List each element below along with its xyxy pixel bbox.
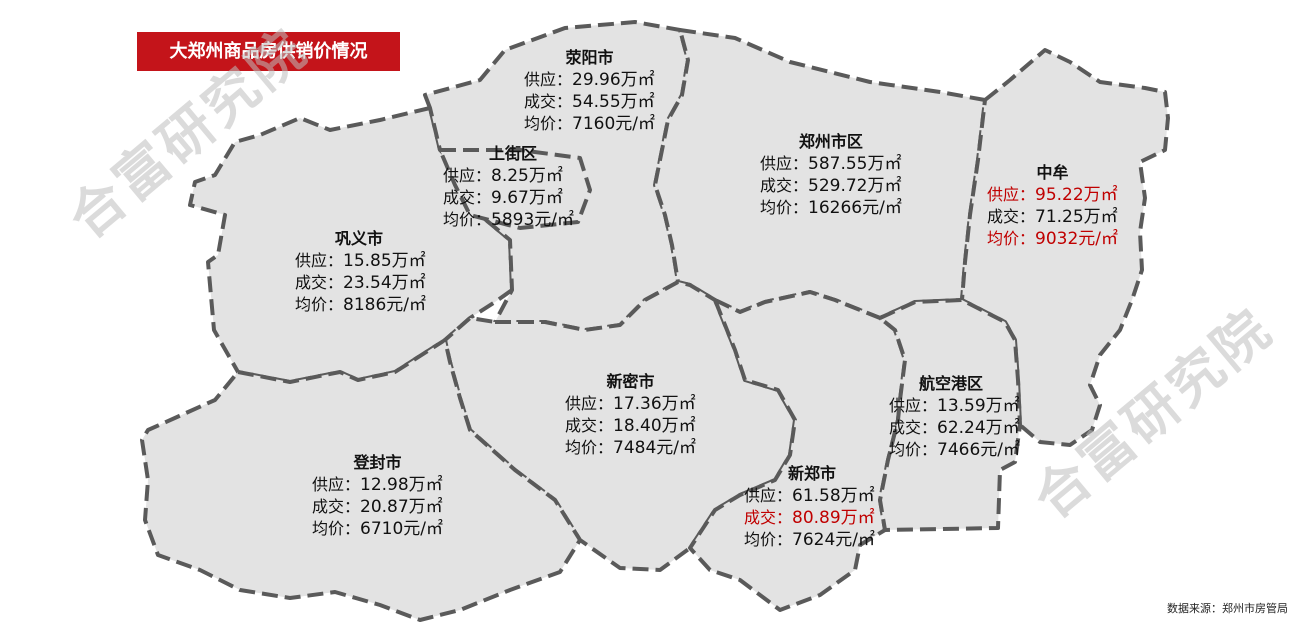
deal-label: 成交： <box>443 188 492 207</box>
label-xingyang: 荥阳市 供应：29.96万㎡ 成交：54.55万㎡ 均价：7160元/㎡ <box>524 47 655 135</box>
supply-value: 29.96万㎡ <box>572 70 655 90</box>
deal-label: 成交： <box>889 418 938 437</box>
label-zhengzhou: 郑州市区 供应：587.55万㎡ 成交：529.72万㎡ 均价：16266元/㎡ <box>760 131 902 219</box>
price-value: 7624元/㎡ <box>792 530 876 550</box>
label-xinmi: 新密市 供应：17.36万㎡ 成交：18.40万㎡ 均价：7484元/㎡ <box>565 371 696 459</box>
supply-row-highlight: 供应：95.22万㎡ <box>987 184 1118 206</box>
region-name: 新郑市 <box>788 464 837 483</box>
supply-label: 供应： <box>760 154 809 173</box>
region-name: 登封市 <box>353 453 402 472</box>
region-zhongmou <box>960 48 1170 447</box>
price-label: 均价： <box>744 530 793 549</box>
supply-label: 供应： <box>312 475 361 494</box>
region-name: 巩义市 <box>335 229 384 248</box>
price-label: 均价： <box>312 519 361 538</box>
deal-label: 成交： <box>295 273 344 292</box>
price-value: 9032元/㎡ <box>1035 229 1119 249</box>
label-gongyi: 巩义市 供应：15.85万㎡ 成交：23.54万㎡ 均价：8186元/㎡ <box>295 228 426 316</box>
deal-label: 成交： <box>744 508 793 527</box>
label-hangkonggang: 航空港区 供应：13.59万㎡ 成交：62.24万㎡ 均价：7466元/㎡ <box>889 373 1020 461</box>
price-value: 7160元/㎡ <box>572 114 656 134</box>
data-source-note: 数据来源：郑州市房管局 <box>1167 602 1288 615</box>
region-hangkonggang <box>878 298 1022 532</box>
deal-label: 成交： <box>565 416 614 435</box>
deal-value: 20.87万㎡ <box>360 497 443 517</box>
region-dengfeng <box>140 338 582 622</box>
deal-label: 成交： <box>312 497 361 516</box>
deal-row-highlight: 成交：80.89万㎡ <box>744 507 875 529</box>
region-name: 中牟 <box>1036 163 1069 182</box>
region-name: 航空港区 <box>919 374 984 393</box>
supply-value: 587.55万㎡ <box>808 154 902 174</box>
supply-value: 61.58万㎡ <box>792 486 875 506</box>
deal-value: 54.55万㎡ <box>572 92 655 112</box>
region-name: 新密市 <box>606 372 655 391</box>
region-name: 上街区 <box>489 144 538 163</box>
region-name: 郑州市区 <box>798 132 863 151</box>
supply-value: 95.22万㎡ <box>1035 185 1118 205</box>
price-label: 均价： <box>889 440 938 459</box>
region-shangjie <box>438 148 592 230</box>
price-label: 均价： <box>760 198 809 217</box>
supply-value: 17.36万㎡ <box>613 394 696 414</box>
price-value: 7466元/㎡ <box>937 440 1021 460</box>
deal-value: 529.72万㎡ <box>808 176 902 196</box>
deal-value: 71.25万㎡ <box>1035 207 1118 227</box>
supply-label: 供应： <box>987 185 1036 204</box>
price-value: 7484元/㎡ <box>613 438 697 458</box>
deal-label: 成交： <box>524 92 573 111</box>
chart-title: 大郑州商品房供销价情况 <box>137 32 400 71</box>
supply-label: 供应： <box>524 70 573 89</box>
price-label: 均价： <box>443 210 492 229</box>
region-xinmi <box>443 280 797 572</box>
supply-value: 15.85万㎡ <box>343 251 426 271</box>
price-row-highlight: 均价：9032元/㎡ <box>987 228 1118 250</box>
deal-value: 9.67万㎡ <box>491 188 563 208</box>
label-shangjie: 上街区 供应：8.25万㎡ 成交：9.67万㎡ 均价：5893元/㎡ <box>443 143 574 231</box>
price-label: 均价： <box>565 438 614 457</box>
price-label: 均价： <box>987 229 1036 248</box>
deal-value: 18.40万㎡ <box>613 416 696 436</box>
supply-value: 8.25万㎡ <box>491 166 563 186</box>
supply-label: 供应： <box>889 396 938 415</box>
price-value: 16266元/㎡ <box>808 198 902 218</box>
supply-label: 供应： <box>744 486 793 505</box>
deal-label: 成交： <box>987 207 1036 226</box>
label-dengfeng: 登封市 供应：12.98万㎡ 成交：20.87万㎡ 均价：6710元/㎡ <box>312 452 443 540</box>
supply-value: 13.59万㎡ <box>937 396 1020 416</box>
deal-label: 成交： <box>760 176 809 195</box>
region-xinzheng <box>688 290 907 612</box>
price-value: 6710元/㎡ <box>360 519 444 539</box>
deal-value: 62.24万㎡ <box>937 418 1020 438</box>
label-zhongmou: 中牟 供应：95.22万㎡ 成交：71.25万㎡ 均价：9032元/㎡ <box>987 162 1118 250</box>
region-name: 荥阳市 <box>565 48 614 67</box>
supply-label: 供应： <box>295 251 344 270</box>
supply-value: 12.98万㎡ <box>360 475 443 495</box>
price-value: 8186元/㎡ <box>343 295 427 315</box>
label-xinzheng: 新郑市 供应：61.58万㎡ 成交：80.89万㎡ 均价：7624元/㎡ <box>744 463 875 551</box>
deal-value: 80.89万㎡ <box>792 508 875 528</box>
price-label: 均价： <box>295 295 344 314</box>
price-value: 5893元/㎡ <box>491 210 575 230</box>
supply-label: 供应： <box>443 166 492 185</box>
deal-value: 23.54万㎡ <box>343 273 426 293</box>
price-label: 均价： <box>524 114 573 133</box>
supply-label: 供应： <box>565 394 614 413</box>
